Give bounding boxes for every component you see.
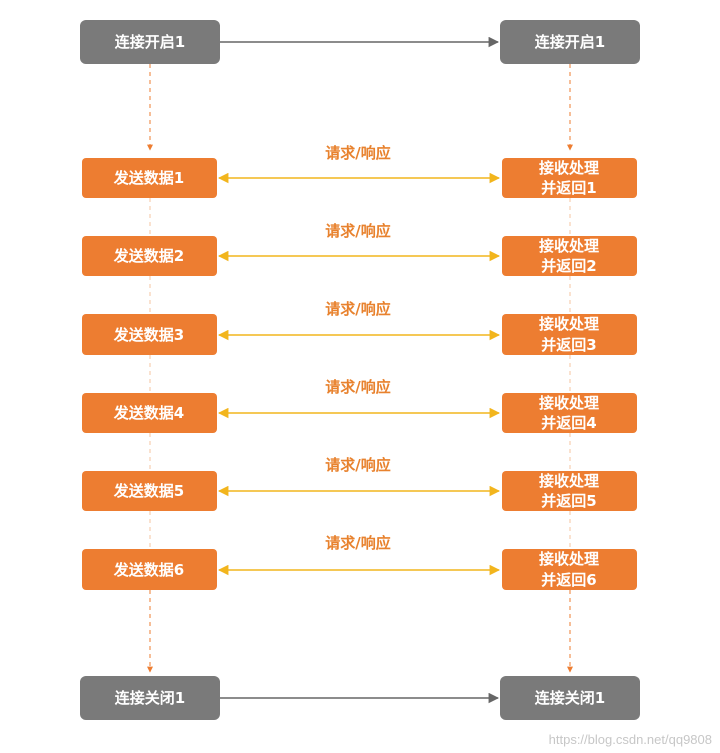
request-response-label: 请求/响应 (325, 300, 390, 318)
send-box (82, 314, 217, 355)
send-label: 发送数据1 (113, 169, 184, 187)
receive-label-line1: 接收处理 (539, 550, 599, 568)
receive-label-line1: 接收处理 (539, 315, 599, 333)
receive-label-line2: 并返回1 (541, 179, 596, 197)
send-label: 发送数据5 (113, 482, 184, 500)
open-row: 连接开启1 连接开启1 (80, 20, 640, 64)
receive-label-line2: 并返回2 (541, 257, 596, 275)
receive-label-line1: 接收处理 (539, 237, 599, 255)
close-left-label: 连接关闭1 (115, 689, 185, 707)
request-response-label: 请求/响应 (325, 378, 390, 396)
receive-label-line1: 接收处理 (539, 472, 599, 490)
watermark: https://blog.csdn.net/qq9808 (548, 732, 712, 747)
receive-label-line2: 并返回3 (541, 336, 596, 354)
request-response-label: 请求/响应 (325, 144, 390, 162)
receive-box (502, 236, 637, 276)
send-box (82, 393, 217, 433)
open-left-box (80, 20, 220, 64)
receive-box (502, 471, 637, 511)
receive-label-line2: 并返回5 (541, 492, 596, 510)
receive-box (502, 549, 637, 590)
exchange-row: 请求/响应 发送数据2 接收处理 并返回2 (82, 222, 637, 276)
receive-label-line1: 接收处理 (539, 394, 599, 412)
close-right-box (500, 676, 640, 720)
send-box (82, 236, 217, 276)
send-label: 发送数据2 (113, 247, 184, 265)
receive-label-line2: 并返回4 (541, 414, 596, 432)
open-right-label: 连接开启1 (535, 33, 605, 51)
close-row: 连接关闭1 连接关闭1 (80, 676, 640, 720)
exchange-row: 请求/响应 发送数据5 接收处理 并返回5 (82, 456, 637, 511)
receive-box (502, 314, 637, 355)
send-label: 发送数据6 (113, 561, 184, 579)
exchange-row: 请求/响应 发送数据1 接收处理 并返回1 (82, 144, 637, 198)
request-response-label: 请求/响应 (325, 222, 390, 240)
request-response-label: 请求/响应 (325, 456, 390, 474)
send-label: 发送数据3 (113, 326, 184, 344)
send-box (82, 549, 217, 590)
exchange-row: 请求/响应 发送数据3 接收处理 并返回3 (82, 300, 637, 355)
open-left-label: 连接开启1 (115, 33, 185, 51)
receive-box (502, 393, 637, 433)
send-label: 发送数据4 (113, 404, 184, 422)
send-box (82, 158, 217, 198)
send-box (82, 471, 217, 511)
receive-label-line1: 接收处理 (539, 159, 599, 177)
receive-label-line2: 并返回6 (541, 571, 596, 589)
exchange-row: 请求/响应 发送数据6 接收处理 并返回6 (82, 534, 637, 590)
receive-box (502, 158, 637, 198)
exchange-row: 请求/响应 发送数据4 接收处理 并返回4 (82, 378, 637, 433)
close-left-box (80, 676, 220, 720)
close-right-label: 连接关闭1 (535, 689, 605, 707)
open-right-box (500, 20, 640, 64)
request-response-label: 请求/响应 (325, 534, 390, 552)
